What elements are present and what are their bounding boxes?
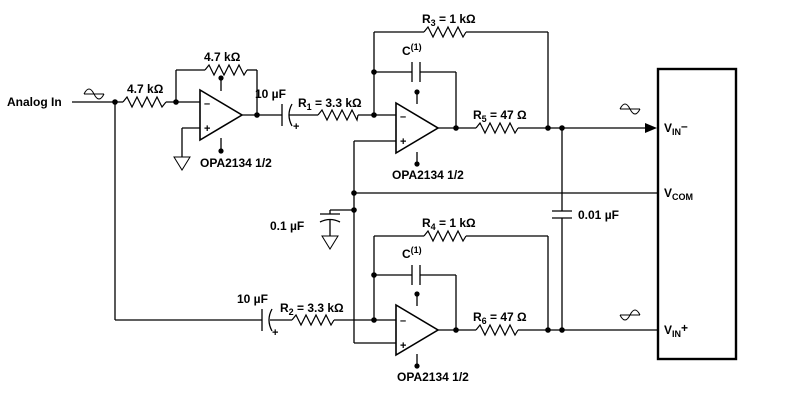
- capacitor-couple-bottom: [261, 308, 273, 332]
- svg-text:+: +: [204, 123, 210, 135]
- pin-vin-minus: VIN–: [664, 119, 688, 137]
- svg-text:+: +: [400, 136, 406, 148]
- pin-vcom: VCOM: [664, 186, 693, 202]
- input-label: Analog In: [7, 95, 62, 109]
- resistor-r3: [423, 25, 467, 39]
- label-r5: R5 = 47 Ω: [473, 108, 527, 124]
- capacitor-diff: [552, 210, 572, 219]
- sine-wave-icon-top-output: [619, 103, 641, 115]
- sine-wave-icon-bottom-output: [619, 309, 641, 321]
- sine-wave-icon-input: [83, 88, 105, 100]
- svg-text:–: –: [400, 315, 406, 327]
- pin-vin-plus: VIN+: [664, 321, 688, 339]
- label-opamp-buffer: OPA2134 1/2: [200, 156, 272, 170]
- label-c1-bottom: C(1): [402, 245, 422, 261]
- resistor-r-feedback-buffer: [204, 63, 248, 77]
- junction-dots: [112, 69, 565, 333]
- label-c1-top: C(1): [402, 42, 422, 58]
- label-c-couple-top: 10 µF: [255, 87, 286, 101]
- resistor-r-in: [122, 95, 167, 109]
- wires: [72, 31, 658, 344]
- opamp-bottom: – +: [395, 291, 440, 369]
- label-r4: R4 = 1 kΩ: [422, 216, 476, 232]
- polarity-plus-top: +: [293, 121, 299, 133]
- label-opamp-bottom: OPA2134 1/2: [397, 370, 469, 384]
- svg-text:+: +: [400, 340, 406, 352]
- polarity-plus-bottom: +: [272, 327, 278, 339]
- label-r3: R3 = 1 kΩ: [422, 12, 476, 28]
- arrow-icon-vin-minus: [645, 123, 657, 133]
- capacitor-vcom: [319, 213, 341, 223]
- label-c-couple-bottom: 10 µF: [237, 292, 268, 306]
- opamp-top: – +: [395, 89, 440, 167]
- opamp-buffer: – +: [199, 75, 244, 154]
- label-r2: R2 = 3.3 kΩ: [280, 301, 344, 317]
- capacitor-couple-top: [281, 103, 293, 127]
- svg-text:–: –: [204, 98, 210, 110]
- resistor-r1: [317, 108, 359, 122]
- capacitor-c1-top: [411, 62, 421, 82]
- svg-text:–: –: [400, 111, 406, 123]
- label-r1: R1 = 3.3 kΩ: [298, 96, 362, 112]
- ground-vcom-cap: [321, 235, 339, 250]
- resistor-r5: [475, 121, 519, 135]
- resistor-r6: [475, 323, 519, 337]
- label-r-feedback-buffer: 4.7 kΩ: [204, 50, 241, 64]
- resistor-r4: [423, 229, 467, 243]
- label-c-diff: 0.01 µF: [578, 208, 619, 222]
- label-r6: R6 = 47 Ω: [473, 310, 527, 326]
- capacitor-c1-bottom: [411, 265, 421, 285]
- adc-block: [656, 67, 738, 361]
- label-c-vcom: 0.1 µF: [270, 219, 304, 233]
- label-r-in: 4.7 kΩ: [127, 82, 164, 96]
- ground-buffer: [173, 156, 191, 171]
- label-opamp-top: OPA2134 1/2: [392, 168, 464, 182]
- resistor-r2: [291, 313, 335, 327]
